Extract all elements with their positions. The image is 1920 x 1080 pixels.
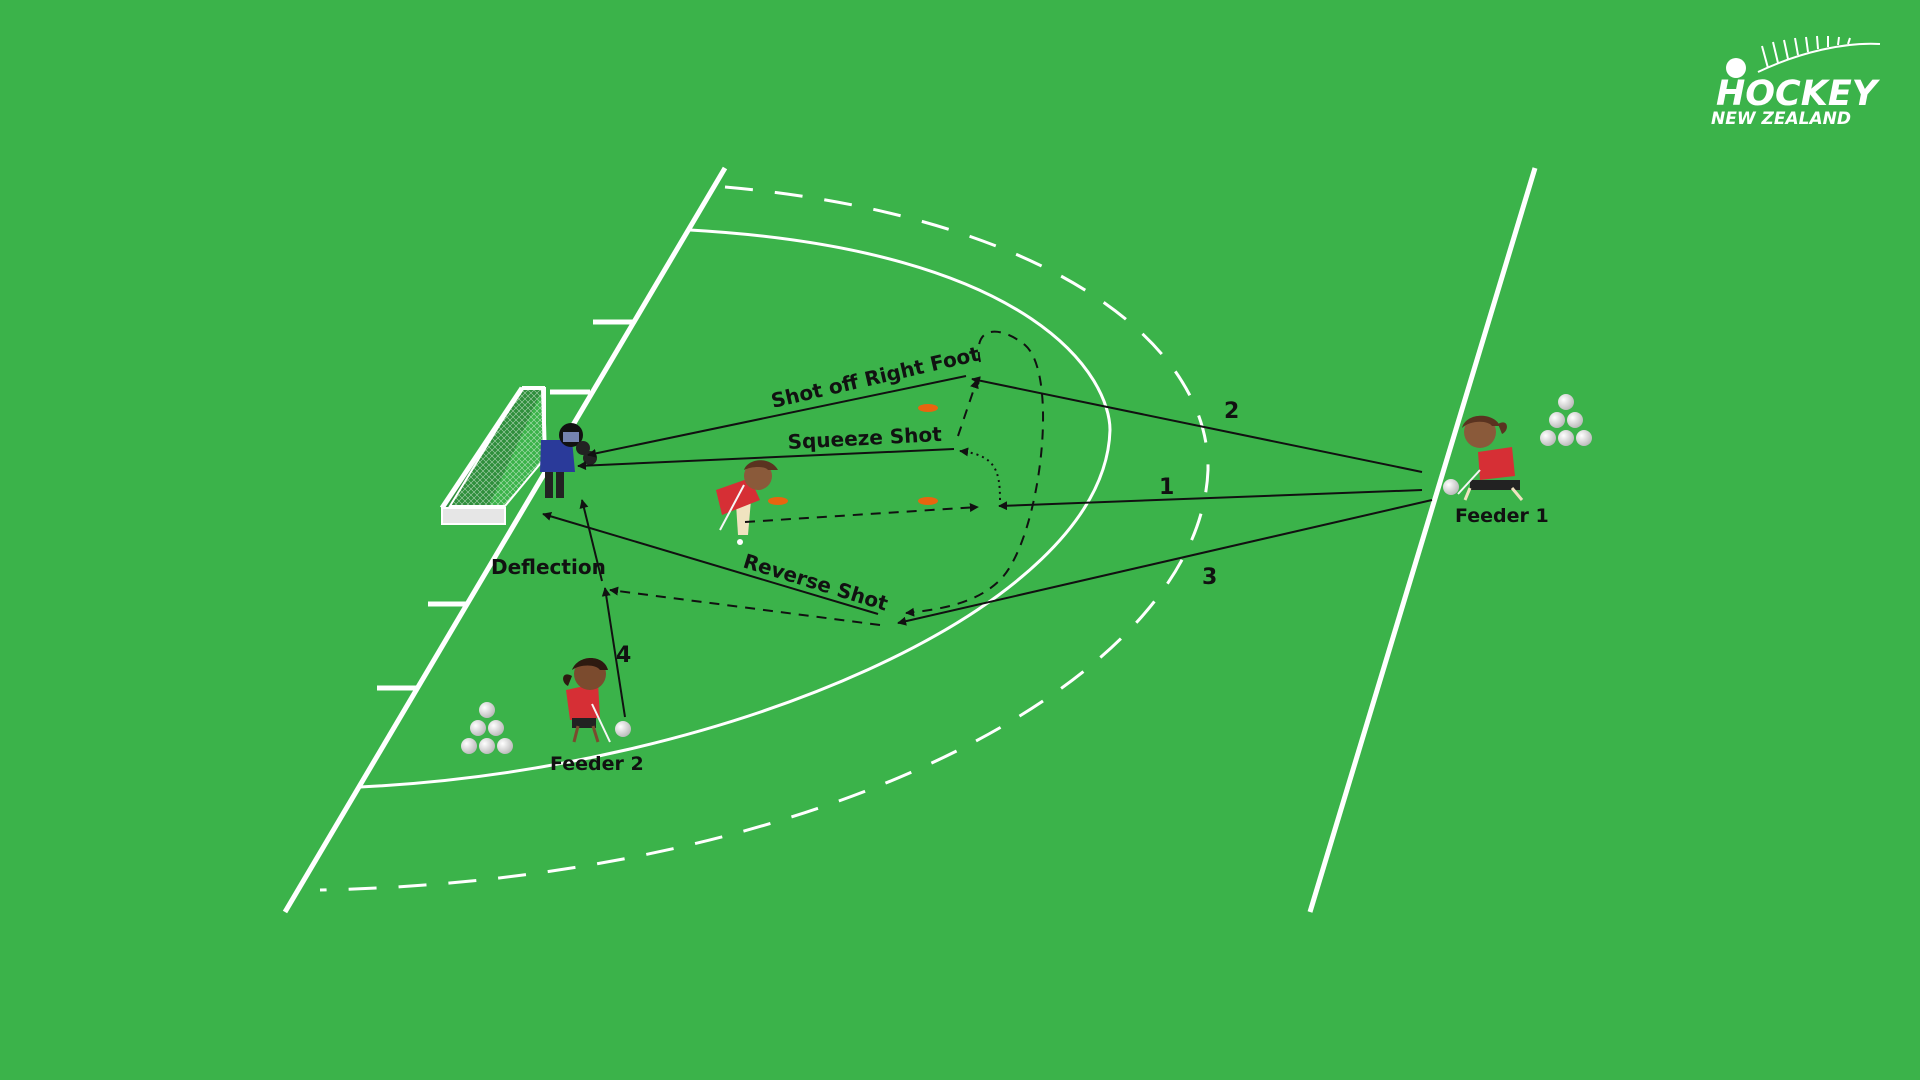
goal-net-icon <box>439 386 547 525</box>
pass-2-arrow <box>971 376 1423 473</box>
reverse-shot-arrow <box>542 512 879 615</box>
run-back-arrow <box>609 586 881 626</box>
pass-3-arrow <box>897 499 1433 626</box>
pass-1-label: 1 <box>1159 475 1174 500</box>
hockey-nz-logo: HOCKEY NEW ZEALAND <box>1711 35 1881 129</box>
shots <box>542 375 967 615</box>
feeder-2-label: Feeder 2 <box>550 753 644 775</box>
attacker-icon <box>716 460 778 545</box>
pass-4-arrow <box>601 587 626 718</box>
deflection-label: Deflection <box>491 555 606 579</box>
squeeze-shot-label: Squeeze Shot <box>787 422 943 454</box>
ball-pile-icon <box>461 702 513 754</box>
squeeze-dotted-path <box>959 447 1001 501</box>
logo-line-1: HOCKEY <box>1716 74 1881 114</box>
fern-icon <box>1757 35 1881 73</box>
movement-paths <box>609 330 1045 626</box>
pass-4-label: 4 <box>616 643 631 668</box>
shot-right-foot-label: Shot off Right Foot <box>769 341 982 412</box>
shot-right-foot-arrow <box>587 375 967 458</box>
pass-1-arrow <box>998 489 1423 511</box>
logo-line-2: NEW ZEALAND <box>1711 109 1851 129</box>
ball-icon <box>1443 479 1459 495</box>
pass-3-label: 3 <box>1202 565 1217 590</box>
feeder-icon <box>563 658 631 743</box>
ball-icon <box>615 721 631 737</box>
cones <box>768 404 938 505</box>
goalkeeper-icon <box>540 423 597 498</box>
reverse-shot-label: Reverse Shot <box>741 549 892 616</box>
loop-path <box>905 330 1045 617</box>
23m-line <box>1307 167 1538 913</box>
passes <box>601 376 1433 718</box>
shooting-circle <box>359 228 1112 789</box>
logo-ball-icon <box>1726 58 1746 78</box>
back-line <box>282 166 728 914</box>
labels: Shot off Right Foot Squeeze Shot Reverse… <box>491 341 1549 775</box>
dashed-5m-line <box>319 185 1210 892</box>
ball-pile-icon <box>1540 394 1592 446</box>
cone-icon <box>768 497 788 505</box>
run-up-arrow <box>957 379 979 437</box>
cone-icon <box>918 497 938 505</box>
feeder-1-label: Feeder 1 <box>1455 505 1549 527</box>
pass-2-label: 2 <box>1224 399 1239 424</box>
deflection-arrow <box>579 499 603 582</box>
squeeze-shot-arrow <box>577 448 955 471</box>
run-to-cone-arrow <box>744 503 979 523</box>
cone-icon <box>918 404 938 412</box>
pitch-markings <box>282 166 1538 914</box>
feeder-icon <box>1443 415 1524 501</box>
